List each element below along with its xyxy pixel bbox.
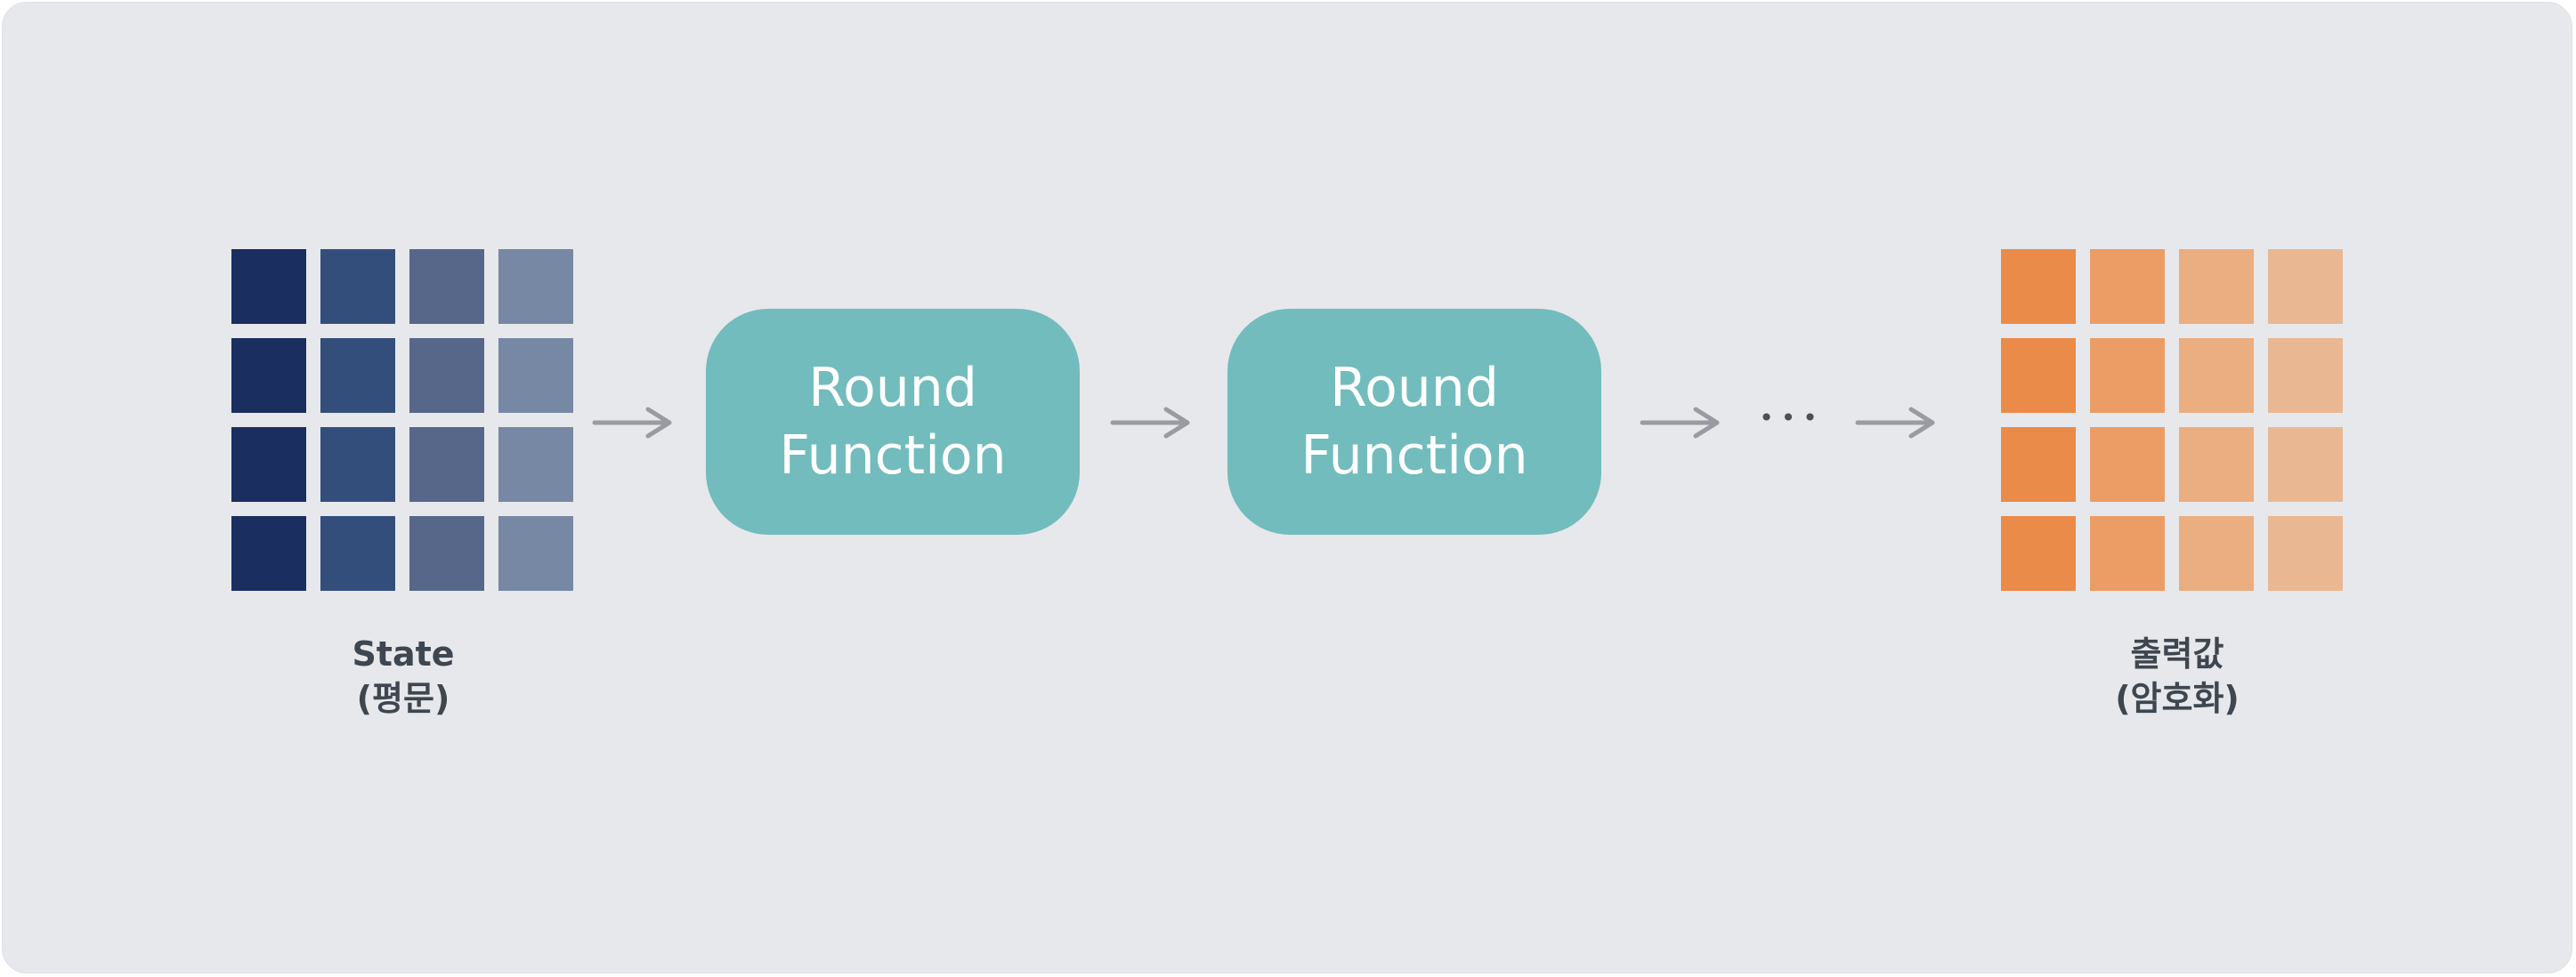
output-cell xyxy=(2090,427,2165,502)
output-cell xyxy=(2268,338,2343,413)
output-label-subtitle: (암호화) xyxy=(2115,679,2240,718)
state-cell xyxy=(409,427,484,502)
state-cell xyxy=(320,249,395,324)
output-cell xyxy=(2268,516,2343,591)
output-label-title: 출력값 xyxy=(2130,634,2224,674)
output-grid xyxy=(2001,249,2343,591)
output-cell xyxy=(2001,338,2076,413)
output-cell xyxy=(2268,427,2343,502)
state-label-subtitle: (평문) xyxy=(356,679,450,718)
state-cell xyxy=(231,338,306,413)
state-cell xyxy=(498,249,573,324)
round-function-label-line2: Function xyxy=(1300,424,1528,487)
state-grid xyxy=(231,249,573,591)
output-cell xyxy=(2268,249,2343,324)
output-cell xyxy=(2001,427,2076,502)
state-cell xyxy=(231,249,306,324)
state-label-title: State xyxy=(352,634,455,674)
output-cell xyxy=(2090,338,2165,413)
output-cell xyxy=(2179,516,2254,591)
round-function-box: Round Function xyxy=(1227,309,1601,535)
state-cell xyxy=(498,427,573,502)
output-cell xyxy=(2001,516,2076,591)
round-function-box: Round Function xyxy=(706,309,1080,535)
state-cell xyxy=(409,338,484,413)
output-cell xyxy=(2090,249,2165,324)
output-cell xyxy=(2001,249,2076,324)
state-cell xyxy=(320,427,395,502)
state-cell xyxy=(320,338,395,413)
state-label: State (평문) xyxy=(270,632,537,721)
output-label: 출력값 (암호화) xyxy=(2044,632,2311,721)
state-cell xyxy=(498,516,573,591)
ellipsis-dots: ••• xyxy=(1759,403,1825,432)
state-cell xyxy=(231,427,306,502)
output-cell xyxy=(2179,427,2254,502)
round-function-label-line1: Round xyxy=(1330,357,1499,419)
round-function-label-line1: Round xyxy=(808,357,977,419)
state-cell xyxy=(409,249,484,324)
output-cell xyxy=(2090,516,2165,591)
state-cell xyxy=(409,516,484,591)
state-cell xyxy=(231,516,306,591)
output-cell xyxy=(2179,338,2254,413)
state-cell xyxy=(320,516,395,591)
output-cell xyxy=(2179,249,2254,324)
state-cell xyxy=(498,338,573,413)
round-function-label-line2: Function xyxy=(779,424,1007,487)
